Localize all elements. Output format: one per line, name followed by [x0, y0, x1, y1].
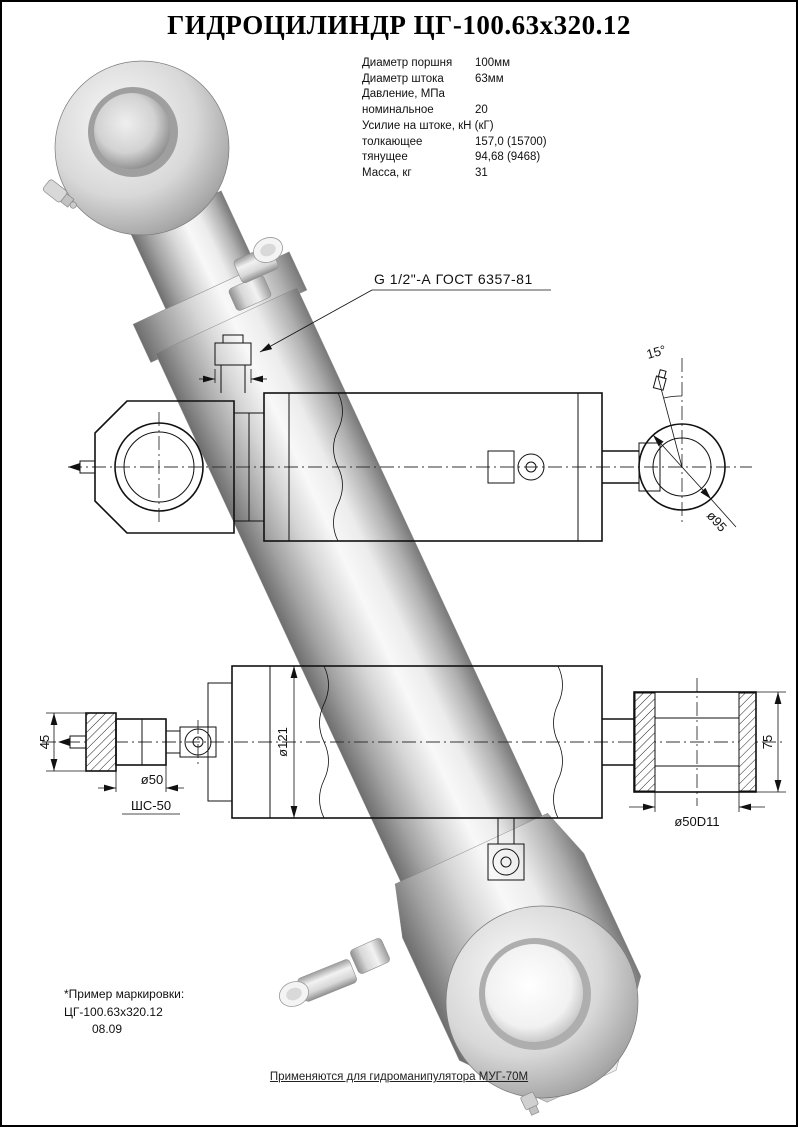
port-elbow-bottom [278, 938, 390, 1007]
dim45-label: 45 [37, 735, 52, 749]
spec-row: Давление, МПа [362, 87, 597, 103]
marking-note-line1: *Пример маркировки: [64, 987, 185, 1001]
spec-label: Диаметр штока [362, 72, 444, 85]
spec-label: Масса, кг [362, 166, 412, 179]
spec-row: номинальное 20 [362, 103, 597, 119]
spec-value: 31 [475, 166, 488, 179]
spec-label: толкающее [362, 135, 423, 148]
marking-note-line2: ЦГ-100.63х320.12 [64, 1004, 163, 1019]
spec-row: толкающее 157,0 (15700) [362, 135, 597, 151]
spec-label: Давление, МПа [362, 88, 445, 101]
marking-note: *Пример маркировки: ЦГ-100.63х320.12 08.… [64, 986, 184, 1039]
spec-row: Диаметр поршня 100мм [362, 56, 597, 72]
grease-nipple-left-icon [68, 460, 96, 474]
shs50-label: ШС-50 [131, 798, 171, 813]
spec-row: тянущее 94,68 (9468) [362, 150, 597, 166]
grease-fitting-top-icon [42, 179, 77, 209]
spec-value: 63мм [475, 72, 504, 85]
orthographic-view-plan [42, 665, 786, 881]
orthographic-view-side [68, 289, 752, 542]
port-elbow-top [228, 237, 283, 311]
grease-fitting-bottom-icon [520, 1091, 540, 1116]
grease-nipple-15deg-icon [652, 369, 667, 391]
application-note: Применяются для гидроманипулятора МУГ-70… [269, 1071, 529, 1083]
port-boss-detail [199, 334, 267, 393]
cylinder-3d-render [42, 60, 642, 1116]
dia95-label: ø95 [704, 508, 730, 535]
spec-value: 20 [475, 104, 488, 117]
spec-row: Усилие на штоке, кН (кГ) [362, 119, 597, 135]
spec-row: Диаметр штока 63мм [362, 72, 597, 88]
dia50-label: ø50 [141, 772, 163, 787]
spec-label: номинальное [362, 104, 434, 117]
marking-note-line3: 08.09 [92, 1022, 123, 1036]
spec-value: 100мм [475, 57, 510, 69]
dim75-label: 75 [760, 735, 775, 749]
thread-callout-label: G 1/2"-А ГОСТ 6357-81 [374, 271, 533, 287]
specs-table: Диаметр поршня 100мм Диаметр штока 63мм Да… [362, 56, 597, 182]
dia50d11-label: ø50D11 [674, 814, 719, 829]
port-boss-bottom-detail [487, 817, 525, 881]
angle-15-label: 15° [645, 342, 668, 362]
spec-value: 157,0 (15700) [475, 135, 547, 148]
page-title: ГИДРОЦИЛИНДР ЦГ-100.63х320.12 [167, 10, 631, 40]
spec-row: Масса, кг 31 [362, 166, 597, 182]
dia121-label: ø121 [275, 727, 290, 757]
spec-label: Диаметр поршня [362, 57, 453, 69]
spec-value: 94,68 (9468) [475, 151, 541, 164]
spec-label: тянущее [362, 151, 408, 164]
spec-label: Усилие на штоке, кН (кГ) [362, 119, 494, 132]
